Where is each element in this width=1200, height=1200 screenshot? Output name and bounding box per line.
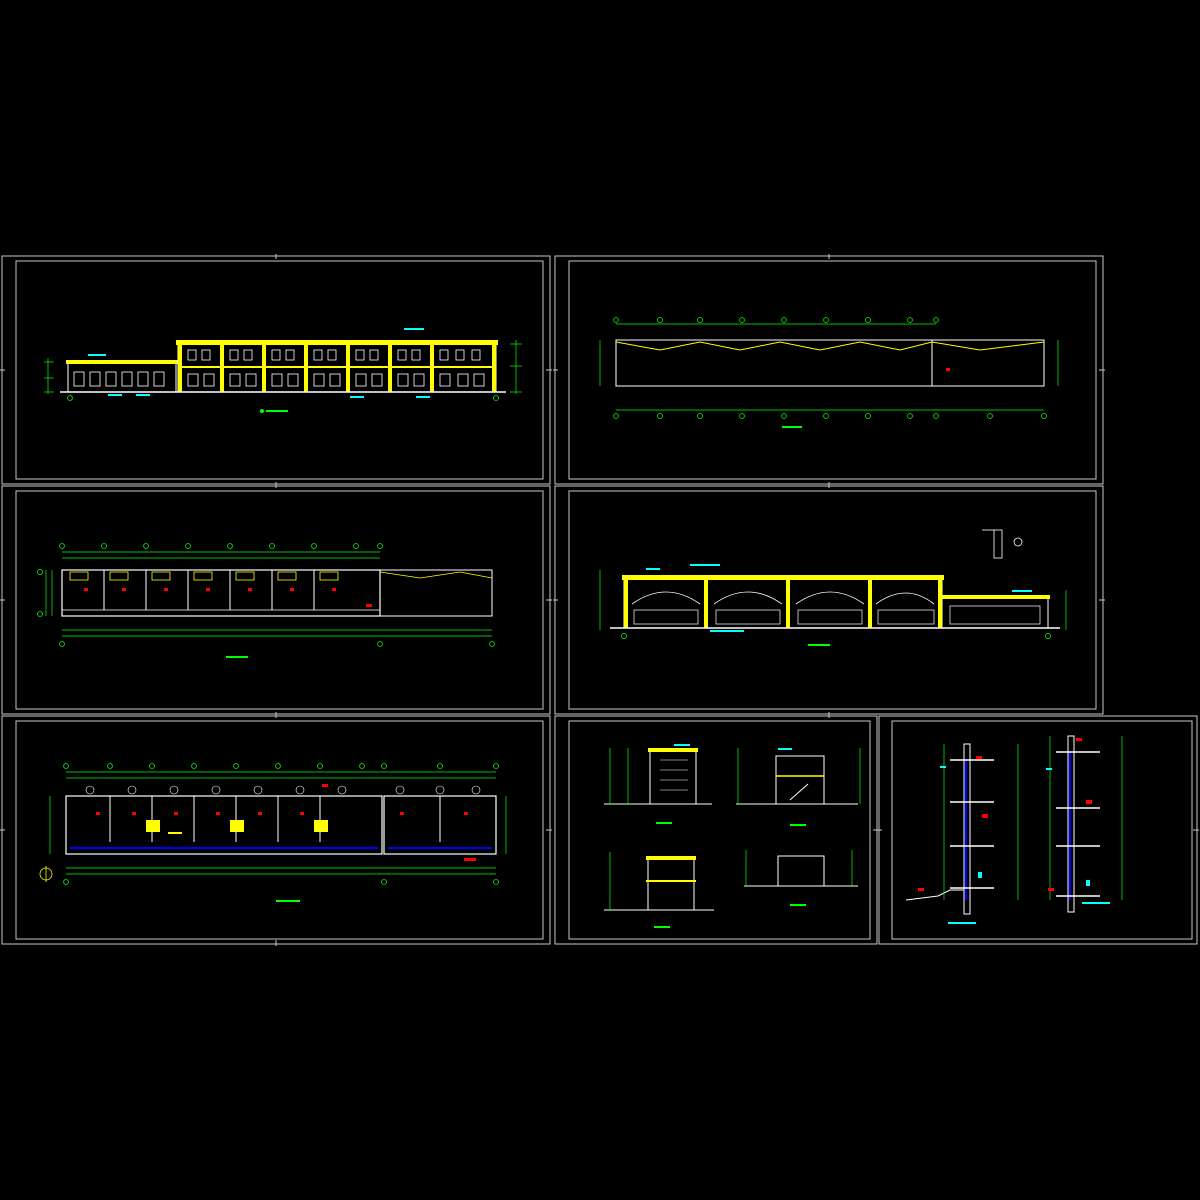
stairs — [69, 571, 339, 581]
sheet-3-floor-plan — [37, 543, 495, 658]
sheet-6-inner-frame — [568, 720, 871, 940]
upper-windows — [187, 349, 481, 361]
lower-windows — [73, 371, 485, 387]
sheet-4-inner-frame — [568, 490, 1097, 710]
sheet-2-title — [782, 426, 802, 428]
north-arrow-icon — [39, 866, 53, 882]
detail-callout-icon — [982, 529, 1023, 559]
tall-block-roof — [622, 575, 944, 580]
annotation-tags — [88, 328, 430, 398]
sheet-3-title — [226, 656, 248, 658]
sheet-1-inner-frame — [15, 260, 544, 480]
plan-outline-main-1 — [65, 795, 383, 855]
sheet-7-inner-frame — [891, 720, 1193, 940]
sheet-5-inner-frame — [15, 720, 544, 940]
sheet-7-wall-sections — [905, 735, 1123, 924]
high-wing-band — [178, 366, 496, 368]
dim-lines-plan-1 — [49, 763, 507, 885]
sheet-2-roof-plan — [599, 317, 1059, 428]
level-dimensions — [44, 340, 522, 401]
arched-bays — [631, 591, 935, 605]
pilasters — [178, 344, 496, 392]
room-tags-1 — [96, 784, 476, 861]
sheet-1-elevation — [44, 328, 522, 413]
sheet-5-floor-plan — [39, 763, 507, 902]
room-tags — [84, 588, 372, 607]
wall-section-2 — [1046, 735, 1123, 913]
low-block-roof — [940, 595, 1050, 599]
low-wing-roof — [66, 360, 178, 364]
dim-lines-roof — [599, 317, 1059, 419]
sheet-3-inner-frame — [15, 490, 544, 710]
plan-outline-annex — [379, 569, 493, 617]
lower-windows-4 — [633, 605, 1041, 625]
sheet-4-title — [808, 644, 830, 646]
wall-section-1 — [905, 743, 1019, 924]
sanitary-fixtures — [85, 785, 481, 795]
sheet-4-elevation — [599, 529, 1067, 646]
dim-lines-plan — [37, 543, 495, 647]
high-wing-roof — [176, 340, 498, 345]
columns — [624, 578, 942, 628]
stair-blocks — [146, 820, 328, 834]
sheet-5-title — [276, 900, 300, 902]
roof-outline — [615, 339, 1045, 387]
roof-ridge-line — [615, 341, 1045, 351]
sheet-1-title — [260, 409, 288, 413]
partition-walls — [103, 570, 315, 610]
sheet-2-inner-frame — [568, 260, 1097, 480]
partition-walls-1 — [109, 796, 441, 842]
frame-center-ticks — [0, 254, 1199, 946]
sheet-6-details — [604, 744, 861, 928]
